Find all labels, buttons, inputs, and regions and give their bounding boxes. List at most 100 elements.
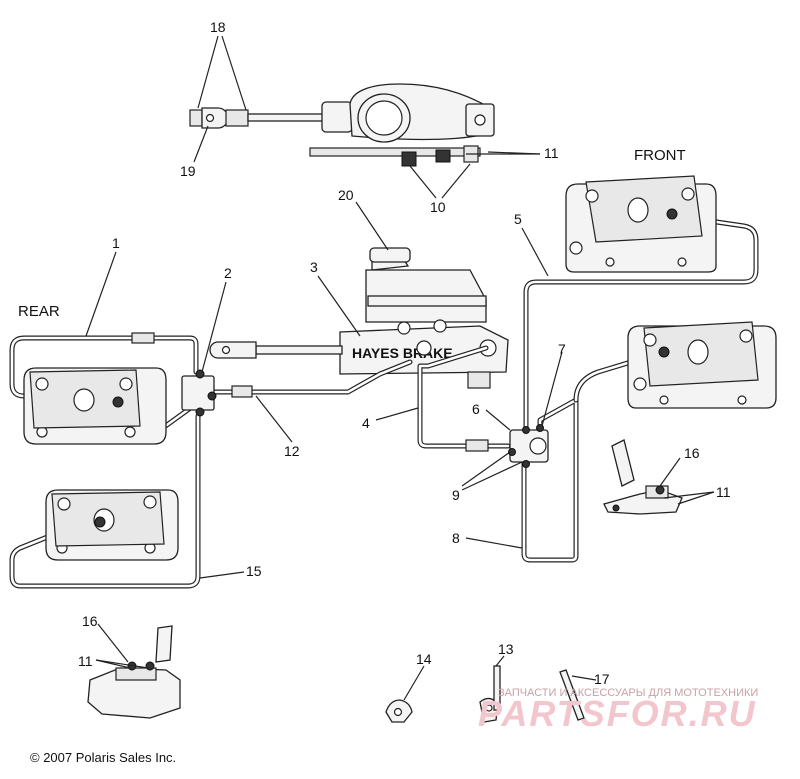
banjo-fl (658, 346, 670, 358)
switch-nut-right (655, 485, 665, 495)
piston-fu (627, 197, 649, 223)
callout-15: 15 (246, 563, 262, 579)
callout-8: 8 (452, 530, 460, 546)
caliper-bolt-rl1 (57, 497, 71, 511)
callout-14: 14 (416, 651, 432, 667)
junction-bolt-top-b (536, 424, 544, 432)
rear-tee-junction (181, 369, 217, 417)
callout-16-left: 16 (82, 613, 98, 629)
mount-hole-b (433, 319, 447, 333)
bracket-hole-fl1 (633, 377, 647, 391)
banjo-ru (112, 396, 124, 408)
line-12-fitting (231, 385, 253, 398)
callout-12: 12 (284, 443, 300, 459)
section-label-rear: REAR (18, 303, 60, 320)
main-master-cylinder: HAYES BRAKE (209, 247, 509, 389)
junction-bolt-top (522, 426, 530, 434)
callout-16-right: 16 (684, 445, 700, 461)
copyright-notice: © 2007 Polaris Sales Inc. (30, 750, 176, 765)
callout-11-top: 11 (544, 145, 559, 161)
callout-1: 1 (112, 235, 120, 251)
bracket-hole-fl3 (737, 395, 747, 405)
tee-bolt-right (207, 391, 217, 401)
clip-13-hole (485, 704, 493, 712)
clevis-nut (189, 109, 203, 127)
callout-17: 17 (594, 671, 610, 687)
callout-labels: 18 19 11 10 20 3 1 2 12 4 5 7 6 9 8 16 1… (18, 19, 731, 765)
front-junction-block (508, 424, 549, 468)
junction-port (529, 437, 547, 455)
leader-lines (85, 35, 715, 701)
switch-nut-left-b (145, 661, 155, 671)
cable-tie-17 (559, 669, 585, 721)
callout-5: 5 (514, 211, 522, 227)
master-cylinder-brand: HAYES BRAKE (352, 345, 453, 361)
switch-hose-left (155, 625, 173, 663)
junction-bolt-bottom (522, 460, 530, 468)
callout-18: 18 (210, 19, 226, 35)
front-caliper-upper (565, 175, 717, 273)
nut-10b (435, 149, 451, 163)
caliper-bolt-fl2 (739, 329, 753, 343)
bracket-hole-fu2 (605, 257, 615, 267)
front-caliper-lower (627, 321, 777, 409)
banjo-rl (94, 516, 106, 528)
clevis-lock-nut (225, 109, 249, 127)
clevis-pin-hole (205, 113, 215, 123)
callout-6: 6 (472, 401, 480, 417)
callout-19: 19 (180, 163, 196, 179)
callout-10: 10 (430, 199, 446, 215)
clevis-main-hole (221, 345, 231, 355)
outlet-port (474, 114, 486, 126)
clip-13-strap (493, 665, 501, 711)
top-master-cylinder-assembly (189, 83, 495, 167)
reservoir-cap-rim (369, 247, 411, 263)
callout-9: 9 (452, 487, 460, 503)
caliper-bolt-ru1 (35, 377, 49, 391)
caliper-bolt-fu1 (585, 189, 599, 203)
clevis-main (209, 341, 257, 359)
callout-3: 3 (310, 259, 318, 275)
callout-7: 7 (558, 341, 566, 357)
mounting-rail (309, 147, 481, 157)
lower-boss (467, 371, 491, 389)
front-brake-switch-assembly (603, 439, 683, 515)
caliper-bolt-ru2 (119, 377, 133, 391)
section-label-front: FRONT (634, 147, 686, 164)
brake-line-8 (521, 397, 579, 563)
watermark-tagline: ЗАПЧАСТИ И АКСЕССУАРЫ ДЛЯ МОТОТЕХНИКИ (498, 687, 758, 699)
rear-brake-switch-assembly (87, 625, 181, 719)
rear-caliper-upper (23, 367, 167, 445)
callout-20: 20 (338, 187, 354, 203)
caliper-bolt-fl1 (643, 333, 657, 347)
bracket-hole-fu1 (569, 241, 583, 255)
callout-13: 13 (498, 641, 514, 657)
watermark-logo: PARTSFOR.RU (478, 693, 757, 734)
line-4-fitting (465, 439, 489, 452)
junction-bolt-left (508, 448, 516, 456)
bracket-hole-ru2 (124, 426, 136, 438)
callout-2: 2 (224, 265, 232, 281)
watermark: ЗАПЧАСТИ И АКСЕССУАРЫ ДЛЯ МОТОТЕХНИКИ PA… (478, 687, 758, 734)
hose-clips (385, 665, 585, 723)
piston-ru (73, 388, 95, 412)
bracket-hole-fl2 (659, 395, 669, 405)
push-rod-main (255, 345, 343, 355)
callout-4: 4 (362, 415, 370, 431)
reservoir-cap-inner (365, 100, 403, 136)
reservoir-ridge (367, 295, 487, 307)
brake-lines (9, 211, 759, 589)
caliper-bolt-fu2 (681, 187, 695, 201)
caliper-bolt-rl2 (143, 495, 157, 509)
push-rod (247, 113, 325, 122)
line-1-fitting (131, 332, 155, 344)
mount-hole-a (397, 321, 411, 335)
banjo-fu (666, 208, 678, 220)
callout-11-right: 11 (716, 484, 731, 500)
nut-10a (401, 151, 417, 167)
bracket-hole-fu3 (677, 257, 687, 267)
clip-14-hole (393, 707, 403, 717)
switch-hose-right (611, 439, 635, 487)
rear-caliper-lower (45, 489, 179, 561)
